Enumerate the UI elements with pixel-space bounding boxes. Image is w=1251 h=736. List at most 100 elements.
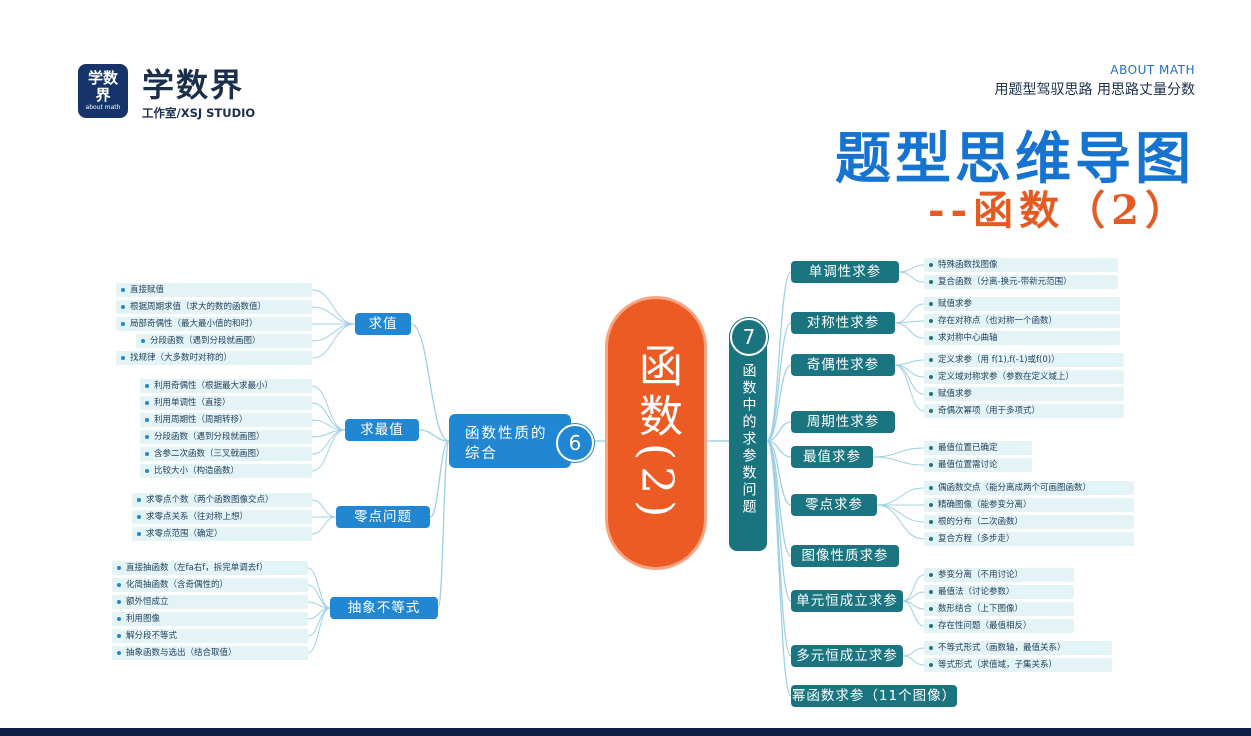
- right-leaf-item: 存在对称点（也对称一个函数）: [924, 314, 1120, 328]
- right-leaf-item: 赋值求参: [924, 297, 1120, 311]
- connector-line: [311, 306, 356, 325]
- left-leaf-item: 求零点范围（确定）: [132, 527, 312, 541]
- right-leaf-item: 最值位置已确定: [924, 441, 1032, 455]
- left-leaf-item: 直接抽函数（左fa右f，拆完单调去f）: [112, 561, 308, 575]
- left-leaf-item: 求零点关系（往对称上想）: [132, 510, 312, 524]
- right-leaf-item: 数形结合（上下图像）: [924, 602, 1074, 616]
- connector-line: [311, 516, 337, 535]
- left-leaf-item: 化简抽函数（含奇偶性的）: [112, 578, 308, 592]
- right-leaf-item: 参变分离（不用讨论）: [924, 568, 1074, 582]
- connector-line: [902, 655, 925, 666]
- connector-line: [872, 447, 925, 458]
- right-category[interactable]: 对称性求参: [791, 312, 895, 334]
- right-leaf-item: 定义域对称求参（参数在定义域上）: [924, 370, 1124, 384]
- right-leaf-item: 最值位置需讨论: [924, 458, 1032, 472]
- right-category[interactable]: 图像性质求参: [791, 545, 899, 567]
- right-category[interactable]: 周期性求参: [791, 411, 895, 433]
- connector-line: [311, 323, 356, 359]
- left-leaf-item: 局部奇偶性（最大最小值的和时）: [116, 317, 312, 331]
- left-leaf-item: 找规律（大多数时对称的）: [116, 351, 312, 365]
- right-branch-title: 函数中的求参数问题: [740, 363, 757, 516]
- right-leaf-item: 复合方程（多步走）: [924, 532, 1134, 546]
- right-leaf-item: 复合函数（分离-换元-带新元范围）: [924, 275, 1118, 289]
- brand-logo: 学数 界 about math: [78, 64, 128, 118]
- right-category[interactable]: 零点求参: [791, 494, 877, 516]
- left-leaf-item: 抽象函数与选出（结合取值）: [112, 646, 308, 660]
- logo-char-2: 界: [95, 86, 111, 104]
- bottom-band: [0, 728, 1251, 736]
- connector-line: [311, 323, 356, 342]
- right-leaf-item: 赋值求参: [924, 387, 1124, 401]
- left-category[interactable]: 求值: [355, 313, 411, 335]
- connector-line: [898, 264, 925, 273]
- connector-line: [311, 402, 346, 431]
- left-category[interactable]: 抽象不等式: [330, 597, 438, 619]
- left-leaf-item: 求零点个数（两个函数图像交点）: [132, 493, 312, 507]
- left-leaf-item: 分段函数（遇到分段就画图）: [136, 334, 312, 348]
- right-leaf-item: 偶函数交点（能分离成两个可画图函数）: [924, 481, 1134, 495]
- left-leaf-item: 利用图像: [112, 612, 308, 626]
- left-leaf-item: 解分段不等式: [112, 629, 308, 643]
- right-category[interactable]: 幂函数求参（11个图像）: [791, 685, 957, 707]
- right-leaf-item: 求对称中心曲轴: [924, 331, 1120, 345]
- connector-line: [311, 385, 346, 431]
- connector-line: [894, 364, 925, 412]
- connector-line: [766, 421, 792, 442]
- page-title: 题型思维导图: [835, 126, 1195, 192]
- connector-line: [876, 504, 925, 540]
- connector-line: [311, 429, 346, 472]
- right-leaf-item: 等式形式（求值域，子集关系）: [924, 658, 1112, 672]
- right-leaf-item: 最值法（讨论参数）: [924, 585, 1074, 599]
- right-category[interactable]: 奇偶性求参: [791, 354, 895, 376]
- left-category[interactable]: 求最值: [345, 419, 419, 441]
- right-category[interactable]: 最值求参: [791, 446, 873, 468]
- connector-line: [876, 487, 925, 506]
- right-branch-node[interactable]: 函数中的求参数问题: [729, 327, 767, 551]
- central-topic[interactable]: 函数(2): [605, 296, 707, 570]
- left-category[interactable]: 零点问题: [336, 506, 430, 528]
- logo-sub: about math: [85, 104, 121, 111]
- left-leaf-item: 直接赋值: [116, 283, 312, 297]
- right-category[interactable]: 单元恒成立求参: [791, 590, 903, 612]
- left-branch-node[interactable]: 函数性质的综合: [449, 414, 571, 468]
- left-leaf-item: 利用周期性（周期转移）: [140, 413, 312, 427]
- left-branch-title: 函数性质的综合: [465, 426, 548, 462]
- slogan: 用题型驾驭思路 用思路丈量分数: [994, 82, 1195, 98]
- central-topic-label: 函数(2): [631, 342, 682, 524]
- left-branch-number: 6: [556, 424, 594, 462]
- connector-line: [876, 504, 925, 523]
- right-leaf-item: 精确图像（能参变分离）: [924, 498, 1134, 512]
- right-leaf-item: 特殊函数找图像: [924, 258, 1118, 272]
- left-leaf-item: 利用奇偶性（根据最大求最小）: [140, 379, 312, 393]
- connector-line: [872, 456, 925, 466]
- left-leaf-item: 分段函数（遇到分段就画图）: [140, 430, 312, 444]
- connector-line: [766, 271, 792, 442]
- connector-line: [902, 647, 925, 657]
- connector-line: [307, 607, 331, 654]
- connector-line: [307, 567, 331, 609]
- right-leaf-item: 奇偶次幂项（用于多项式）: [924, 404, 1124, 418]
- brand-name: 学数界: [142, 66, 245, 104]
- right-leaf-item: 根的分布（二次函数）: [924, 515, 1134, 529]
- left-leaf-item: 含参二次函数（三叉戟画图）: [140, 447, 312, 461]
- connector-line: [307, 584, 331, 609]
- right-category[interactable]: 单调性求参: [791, 261, 899, 283]
- left-leaf-item: 利用单调性（直接）: [140, 396, 312, 410]
- right-category[interactable]: 多元恒成立求参: [791, 645, 903, 667]
- logo-char-1: 学数: [87, 69, 118, 87]
- connector-line: [894, 322, 925, 339]
- page-subtitle: --函数（2）: [927, 187, 1191, 234]
- right-leaf-item: 定义求参（用 f(1),f(-1)或f(0)）: [924, 353, 1124, 367]
- connector-line: [894, 359, 925, 366]
- left-leaf-item: 额外恒成立: [112, 595, 308, 609]
- connector-line: [429, 440, 450, 518]
- left-leaf-item: 比较大小（构造函数）: [140, 464, 312, 478]
- right-leaf-item: 不等式形式（画数轴，最值关系）: [924, 641, 1112, 655]
- right-branch-number: 7: [730, 318, 768, 356]
- connector-line: [311, 289, 356, 325]
- connector-line: [418, 429, 450, 442]
- brand-studio: 工作室/XSJ STUDIO: [142, 106, 256, 120]
- left-leaf-item: 根据周期求值（求大的数的函数值）: [116, 300, 312, 314]
